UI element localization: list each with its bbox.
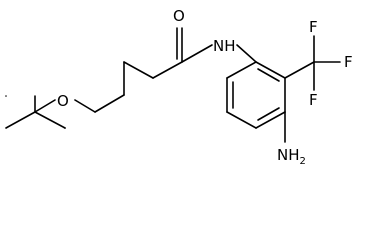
label-oxygen-carbonyl: O — [173, 7, 185, 25]
label-oxygen-ether: O — [57, 92, 69, 110]
label-fluorine-top: F — [309, 18, 318, 36]
ring-bond-3 — [255, 111, 286, 129]
bond-ch-o — [34, 99, 56, 113]
ring-bond-1 — [255, 61, 286, 79]
label-amine-element: NH — [277, 146, 300, 164]
ring-double-1 — [257, 68, 280, 82]
ring-double-2 — [257, 107, 280, 121]
bond-chain-3 — [123, 61, 154, 79]
bond-n-ring — [236, 44, 257, 63]
bond-chain-1 — [94, 94, 125, 113]
bond-methyl-left — [5, 111, 36, 129]
molecule-drawing: O NH O F F F NH2 — [5, 7, 353, 167]
label-amine: NH2 — [277, 146, 306, 167]
bond-ch-methyl-down — [34, 111, 66, 129]
label-fluorine-bottom: F — [309, 91, 318, 109]
bond-c-n — [181, 44, 213, 63]
bond-o-ch2 — [74, 99, 96, 113]
label-nitrogen-amide: NH — [213, 37, 236, 55]
structure-diagram: O NH O F F F NH2 — [5, 7, 353, 167]
bond-ring-cf3 — [284, 61, 315, 79]
label-fluorine-right: F — [344, 53, 353, 71]
label-amine-subscript: 2 — [300, 156, 306, 167]
bond-chain-4 — [152, 61, 183, 79]
ring-bond-6 — [226, 61, 257, 79]
ring-bond-4 — [226, 111, 257, 129]
